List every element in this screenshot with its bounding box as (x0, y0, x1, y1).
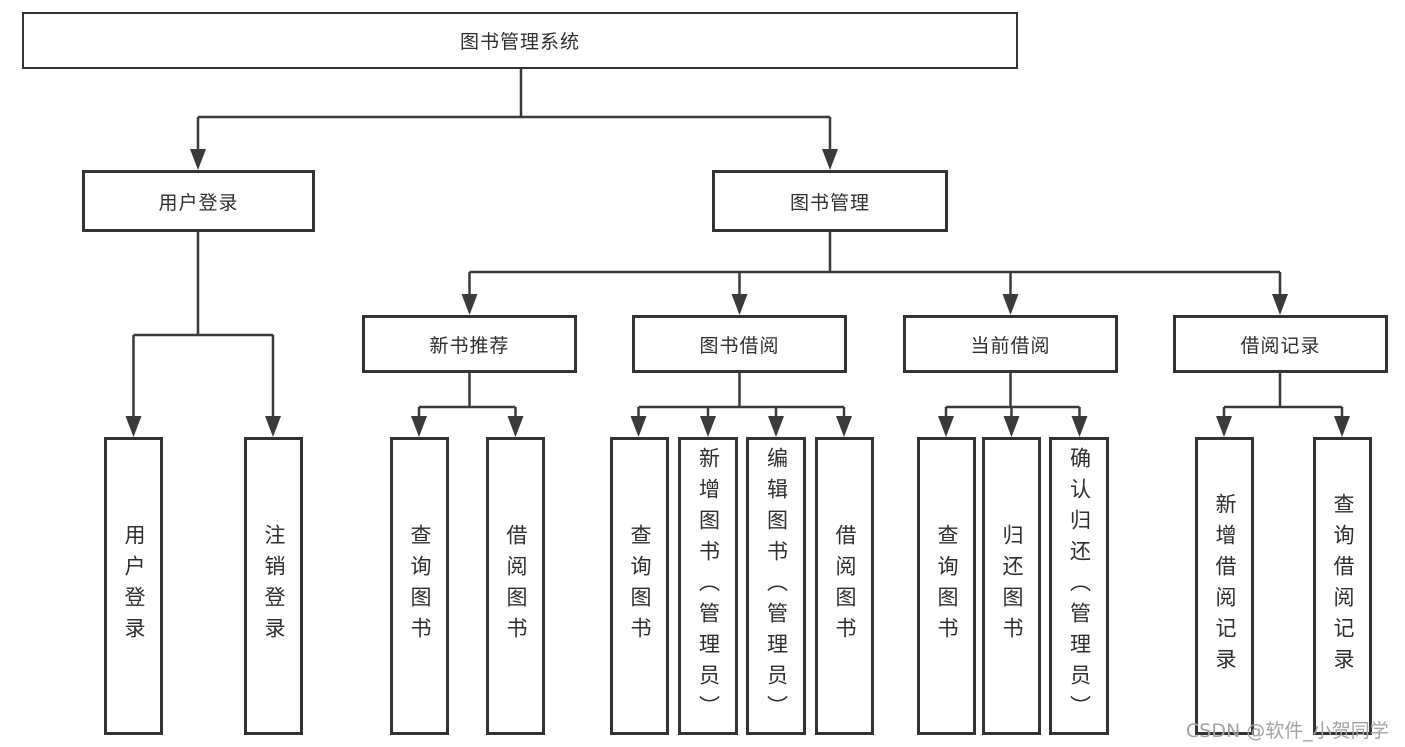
node-book-borrow: 图书借阅 (632, 315, 847, 373)
node-label: 用户登录 (158, 191, 239, 214)
node-label: 查询借阅记录 (1331, 493, 1355, 679)
leaf-query-borrow-record: 查询借阅记录 (1313, 437, 1372, 735)
node-label: 借阅图书 (833, 524, 857, 648)
node-label: 图书管理系统 (459, 31, 580, 53)
leaf-add-borrow-record: 新增借阅记录 (1195, 437, 1254, 735)
leaf-return-books: 归还图书 (982, 437, 1041, 735)
csdn-watermark: CSDN @软件_小贺同学 (1186, 720, 1389, 742)
node-label: 新增图书（管理员） (696, 446, 721, 726)
node-label: 确认归还（管理员） (1067, 446, 1092, 726)
leaf-query-books-borrow: 查询图书 (610, 437, 669, 735)
node-label: 借阅图书 (504, 524, 528, 648)
leaf-add-books-admin: 新增图书（管理员） (678, 437, 738, 735)
node-new-book-recommend: 新书推荐 (362, 315, 577, 373)
leaf-query-books-recommend: 查询图书 (390, 437, 449, 735)
node-label: 查询图书 (628, 524, 652, 648)
node-label: 图书借阅 (699, 334, 780, 357)
leaf-borrow-books: 借阅图书 (815, 437, 874, 735)
node-label: 当前借阅 (970, 334, 1051, 357)
node-label: 查询图书 (935, 524, 959, 648)
leaf-edit-books-admin: 编辑图书（管理员） (746, 437, 806, 735)
leaf-confirm-return-admin: 确认归还（管理员） (1049, 437, 1109, 735)
node-root-system: 图书管理系统 (22, 12, 1018, 69)
node-label: 编辑图书（管理员） (764, 446, 789, 726)
node-current-borrow: 当前借阅 (903, 315, 1118, 373)
leaf-logout: 注销登录 (244, 437, 303, 735)
leaf-borrow-books-recommend: 借阅图书 (486, 437, 545, 735)
node-label: 用户登录 (122, 524, 146, 648)
node-label: 图书管理 (789, 191, 870, 214)
node-book-management: 图书管理 (712, 170, 948, 232)
node-label: 注销登录 (262, 524, 286, 648)
node-label: 查询图书 (408, 524, 432, 648)
node-label: 借阅记录 (1240, 334, 1321, 357)
leaf-query-books-current: 查询图书 (917, 437, 976, 735)
node-label: 新书推荐 (429, 334, 510, 357)
node-label: 新增借阅记录 (1213, 493, 1237, 679)
leaf-user-login: 用户登录 (104, 437, 163, 735)
node-borrow-records: 借阅记录 (1173, 315, 1388, 373)
node-label: 归还图书 (1000, 524, 1024, 648)
node-user-login: 用户登录 (82, 170, 315, 232)
